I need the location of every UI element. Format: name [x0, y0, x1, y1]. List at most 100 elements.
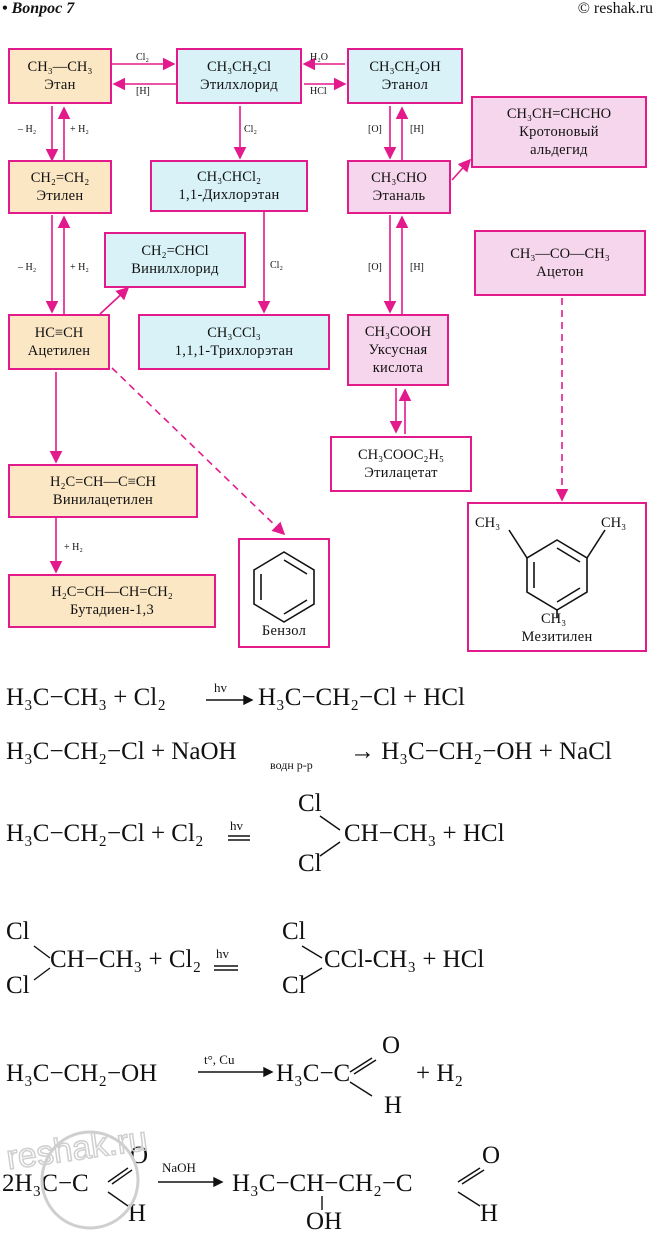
node-ethane: CH₃—CH₃ Этан	[8, 48, 112, 104]
node-vinylchloride: CH₂=CHCl Винилхлорид	[104, 232, 246, 288]
eq6-condition: NaOH	[162, 1160, 196, 1175]
eq1-right: H₃C−CH₂−Cl + HCl	[258, 684, 465, 711]
label-h-a: [H]	[410, 124, 424, 135]
node-aceticacid: CH₃COOH Уксусная кислота	[347, 314, 449, 386]
ethylchloride-formula: CH₃CH₂Cl	[206, 59, 272, 75]
ethanol-name: Этанол	[381, 77, 429, 93]
node-butadiene: H₂C=CH—CH=CH₂ Бутадиен-1,3	[8, 574, 216, 628]
ethanal-name: Этаналь	[372, 188, 426, 204]
eq3-cl-top: Cl	[298, 790, 322, 817]
eq2-subscript: водн р-р	[270, 758, 313, 772]
ethylacetate-name: Этилацетат	[364, 465, 438, 481]
eq4-cl-top: Cl	[6, 918, 30, 945]
vinylacetylene-name: Винилацетилен	[52, 492, 154, 508]
label-cl2-low: Cl₂	[270, 260, 283, 271]
arrow-to-benzene	[111, 367, 286, 536]
watermark-logo: reshak.ru	[3, 1119, 150, 1230]
scheme-arrows	[45, 57, 569, 574]
node-ethylacetate: CH₃COOC₂H₅ Этилацетат	[330, 436, 472, 492]
label-hcl: HCl	[310, 86, 327, 97]
ethanal-formula: CH₃CHO	[371, 170, 427, 186]
ethylene-formula: CH₂=CH₂	[30, 170, 90, 186]
aceticacid-name-2: кислота	[372, 360, 424, 376]
eq6-h: H	[128, 1200, 147, 1227]
eq3-left: H₃C−CH₂−Cl + Cl₂	[6, 820, 204, 847]
node-benzene: Бензол	[238, 538, 330, 648]
eq6-oh: OH	[306, 1208, 343, 1235]
arrow-to-vinylchloride	[99, 286, 130, 315]
node-ethylene: CH₂=CH₂ Этилен	[8, 160, 112, 214]
eq5-h: H	[384, 1092, 403, 1119]
mesitylene-ch3-left: CH₃	[475, 515, 501, 531]
eq3-condition: hv	[230, 818, 243, 833]
eq3-cl-bottom: Cl	[298, 850, 322, 877]
eq5-tail: + H₂	[416, 1060, 464, 1087]
benzene-name: Бензол	[261, 623, 307, 639]
acetylene-name: Ацетилен	[27, 343, 91, 359]
mesitylene-name: Мезитилен	[521, 629, 593, 645]
node-acetone: CH₃—CO—CH₃ Ацетон	[474, 230, 646, 296]
label-h2o: H₂O	[310, 52, 328, 63]
crotonaldehyde-name-1: Кротоновый	[519, 124, 599, 140]
node-trichloroethane: CH₃CCl₃ 1,1,1-Трихлорэтан	[138, 314, 330, 370]
eq2-right: → H₃C−CH₂−OH + NaCl	[350, 738, 612, 765]
label-minus-h2-b: – H₂	[18, 262, 37, 273]
ethylacetate-formula: CH₃COOC₂H₅	[357, 447, 445, 463]
label-plus-h2-c: + H₂	[64, 542, 83, 553]
mesitylene-structure	[508, 529, 606, 618]
aceticacid-name-1: Уксусная	[368, 342, 428, 358]
ethylene-name: Этилен	[36, 188, 84, 204]
butadiene-name: Бутадиен-1,3	[69, 602, 155, 618]
label-plus-h2-a: + H₂	[70, 124, 89, 135]
trichloroethane-formula: CH₃CCl₃	[207, 325, 261, 341]
eq6-left: 2H₃C−C	[2, 1170, 89, 1197]
trichloroethane-name: 1,1,1-Трихлорэтан	[174, 343, 294, 359]
ethanol-formula: CH₃CH₂OH	[369, 59, 441, 75]
eq3-right: CH−CH₃ + HCl	[344, 820, 505, 847]
question-title: • Вопрос 7	[2, 0, 75, 17]
label-o-a: [O]	[368, 124, 382, 135]
eq5-right: H₃C−C	[276, 1060, 351, 1087]
eq1-condition: hv	[214, 680, 227, 695]
ethane-name: Этан	[44, 77, 76, 93]
ethylchloride-name: Этилхлорид	[199, 77, 279, 93]
node-crotonaldehyde: CH₃CH=CHCHO Кротоновый альдегид	[471, 96, 647, 168]
label-h-top: [H]	[136, 86, 150, 97]
eq1-left: H₃C−CH₃ + Cl₂	[6, 684, 166, 711]
label-minus-h2-a: – H₂	[18, 124, 37, 135]
label-cl2-top: Cl₂	[136, 52, 149, 63]
vinylchloride-formula: CH₂=CHCl	[141, 243, 209, 259]
label-h-b: [H]	[410, 262, 424, 273]
vinylchloride-name: Винилхлорид	[131, 261, 219, 277]
label-cl2-mid: Cl₂	[244, 124, 257, 135]
aceticacid-formula: CH₃COOH	[364, 324, 432, 340]
eq2-left: H₃C−CH₂−Cl + NaOH	[6, 738, 237, 765]
eq6-o2: O	[482, 1142, 501, 1169]
node-mesitylene: CH₃ CH₃ CH₃ Мезитилен	[467, 502, 647, 652]
node-ethanal: CH₃CHO Этаналь	[347, 160, 451, 214]
eq4-mid: CH−CH₃ + Cl₂	[50, 946, 202, 973]
dichloroethane-formula: CH₃CHCl₂	[196, 169, 262, 185]
label-plus-h2-b: + H₂	[70, 262, 89, 273]
mesitylene-ch3-bottom: CH₃	[541, 611, 567, 627]
vinylacetylene-formula: H₂C=CH—C≡CH	[49, 474, 156, 490]
acetone-name: Ацетон	[536, 264, 584, 280]
eq6-h2: H	[480, 1200, 499, 1227]
eq5-o: O	[382, 1032, 401, 1059]
svg-text:reshak.ru: reshak.ru	[4, 1120, 150, 1177]
eq4-cl-bottom-2: Cl	[282, 972, 306, 999]
site-copyright: © reshak.ru	[577, 0, 653, 17]
eq4-right: CCl-CH₃ + HCl	[324, 946, 485, 973]
arrow-to-crotonaldehyde	[451, 158, 472, 181]
crotonaldehyde-formula: CH₃CH=CHCHO	[506, 106, 612, 122]
eq4-condition: hv	[216, 946, 229, 961]
eq5-condition: t°, Cu	[204, 1052, 235, 1067]
crotonaldehyde-name-2: альдегид	[530, 142, 588, 158]
eq6-right: H₃C−CH−CH₂−C	[232, 1170, 413, 1197]
label-o-b: [O]	[368, 262, 382, 273]
node-dichloroethane: CH₃CHCl₂ 1,1-Дихлорэтан	[150, 160, 308, 212]
butadiene-formula: H₂C=CH—CH=CH₂	[51, 584, 173, 600]
eq5-left: H₃C−CH₂−OH	[6, 1060, 158, 1087]
eq4-cl-bottom: Cl	[6, 972, 30, 999]
node-acetylene: HC≡CH Ацетилен	[8, 314, 110, 370]
